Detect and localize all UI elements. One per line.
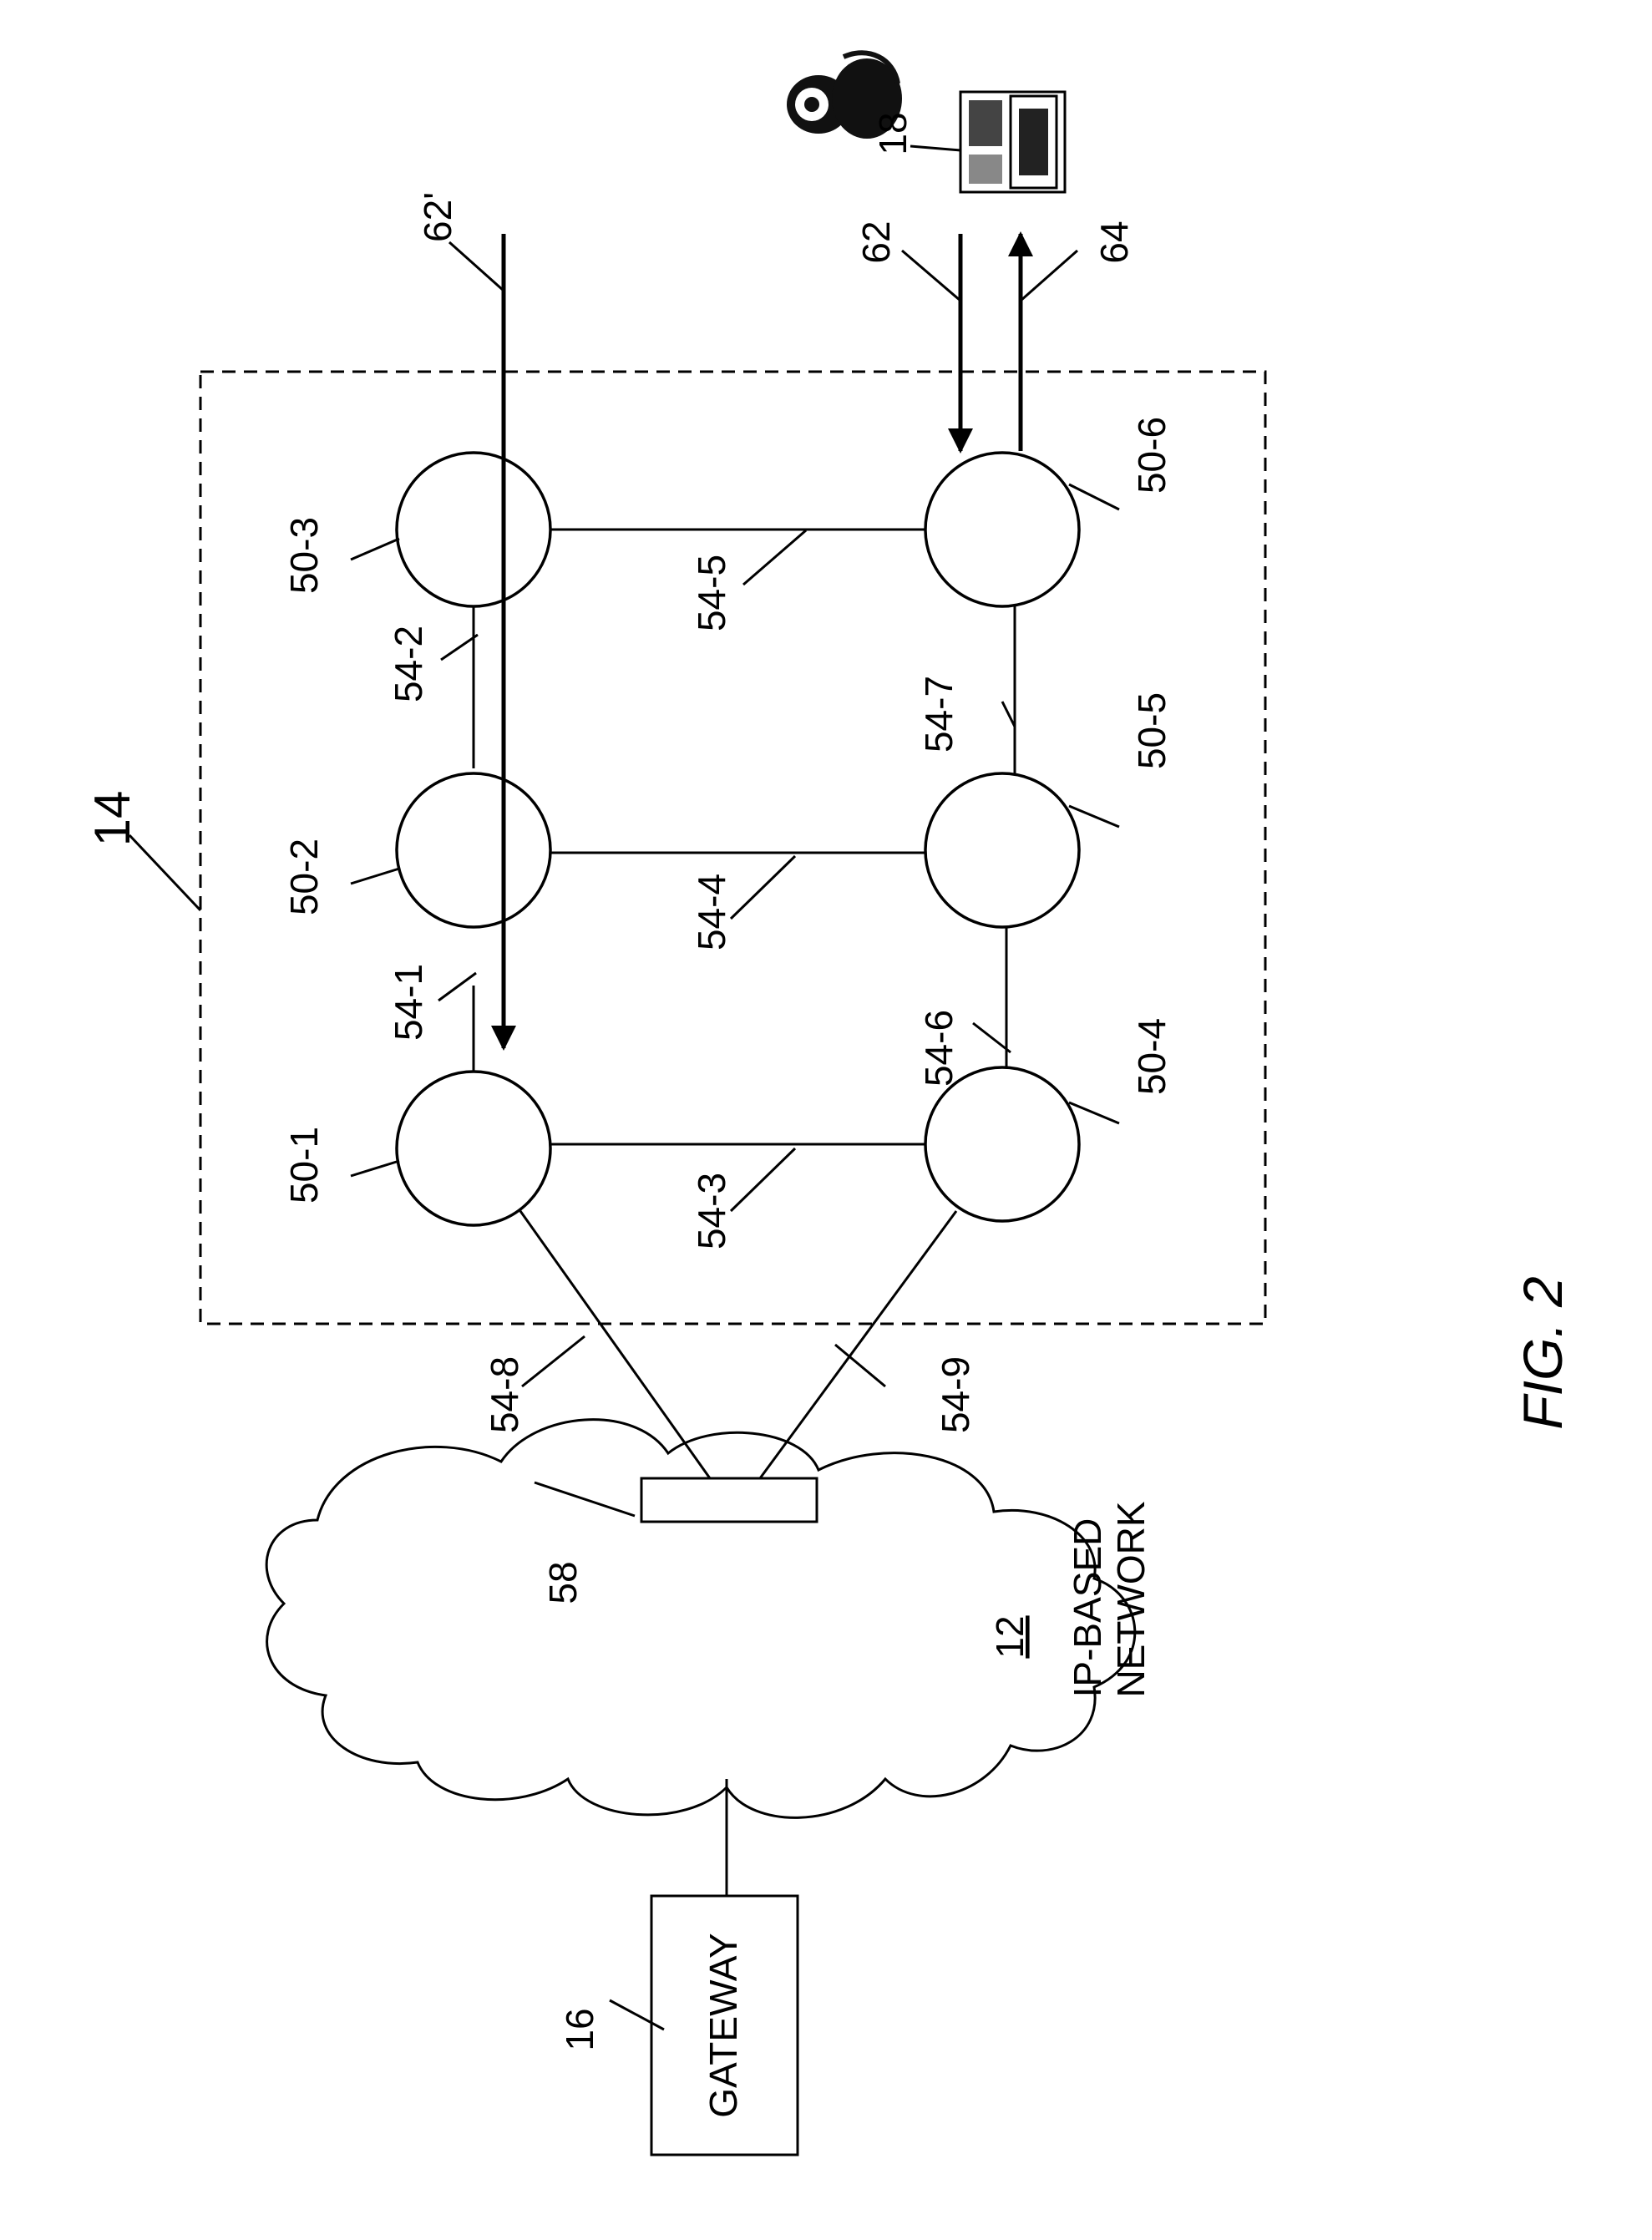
label-link-54-5: 54-5 (690, 555, 733, 631)
node-50-4 (924, 1066, 1081, 1223)
gateway-label: GATEWAY (702, 1933, 745, 2118)
label-link-54-8: 54-8 (483, 1356, 526, 1433)
label-node-50-5: 50-5 (1130, 692, 1173, 769)
label-link-54-9: 54-9 (934, 1356, 977, 1433)
node-50-3 (395, 451, 552, 608)
links (472, 528, 1016, 1896)
nodes (395, 451, 1081, 1227)
label-link-54-6: 54-6 (917, 1010, 960, 1087)
label-node-50-4: 50-4 (1130, 1018, 1173, 1095)
node-50-5 (924, 772, 1081, 929)
label-link-54-1: 54-1 (387, 964, 430, 1041)
labels: 14 18 50-1 50-2 50-3 50-4 50-5 50-6 54-1… (84, 112, 1573, 2050)
leader-lines (128, 144, 1120, 2031)
telephone-icon (959, 90, 1067, 194)
router-device-58 (640, 1477, 818, 1523)
label-signal-62: 62 (854, 220, 898, 263)
label-node-50-3: 50-3 (282, 517, 326, 594)
label-phone-18: 18 (871, 112, 915, 155)
gateway-box (650, 1894, 799, 2156)
node-50-6 (924, 451, 1081, 608)
label-router-58: 58 (541, 1561, 585, 1604)
link-54-9 (758, 1210, 958, 1479)
label-ip-network-line2: NETWORK (1109, 1501, 1153, 1697)
label-gateway-16: 16 (558, 2008, 601, 2050)
ip-network-cloud (265, 1418, 1137, 1819)
label-node-50-1: 50-1 (282, 1127, 326, 1204)
label-node-50-2: 50-2 (282, 839, 326, 915)
signal-arrows (491, 231, 1033, 1051)
link-54-8 (519, 1210, 712, 1479)
label-node-50-6: 50-6 (1130, 417, 1173, 494)
network-boundary (199, 370, 1267, 1325)
label-network-14: 14 (84, 791, 140, 847)
label-ip-network-line1: IP-BASED (1066, 1518, 1109, 1698)
node-50-1 (395, 1070, 552, 1227)
label-link-54-7: 54-7 (917, 676, 960, 753)
label-signal-64: 64 (1092, 220, 1136, 263)
user-with-phone-icon (787, 50, 902, 139)
label-link-54-2: 54-2 (387, 626, 430, 702)
label-link-54-3: 54-3 (690, 1173, 733, 1249)
label-signal-62-prime: 62' (416, 192, 459, 242)
label-ip-network-12: 12 (988, 1615, 1031, 1658)
figure-caption: FIG. 2 (1512, 1276, 1573, 1429)
node-50-2 (395, 772, 552, 929)
label-link-54-4: 54-4 (690, 874, 733, 950)
